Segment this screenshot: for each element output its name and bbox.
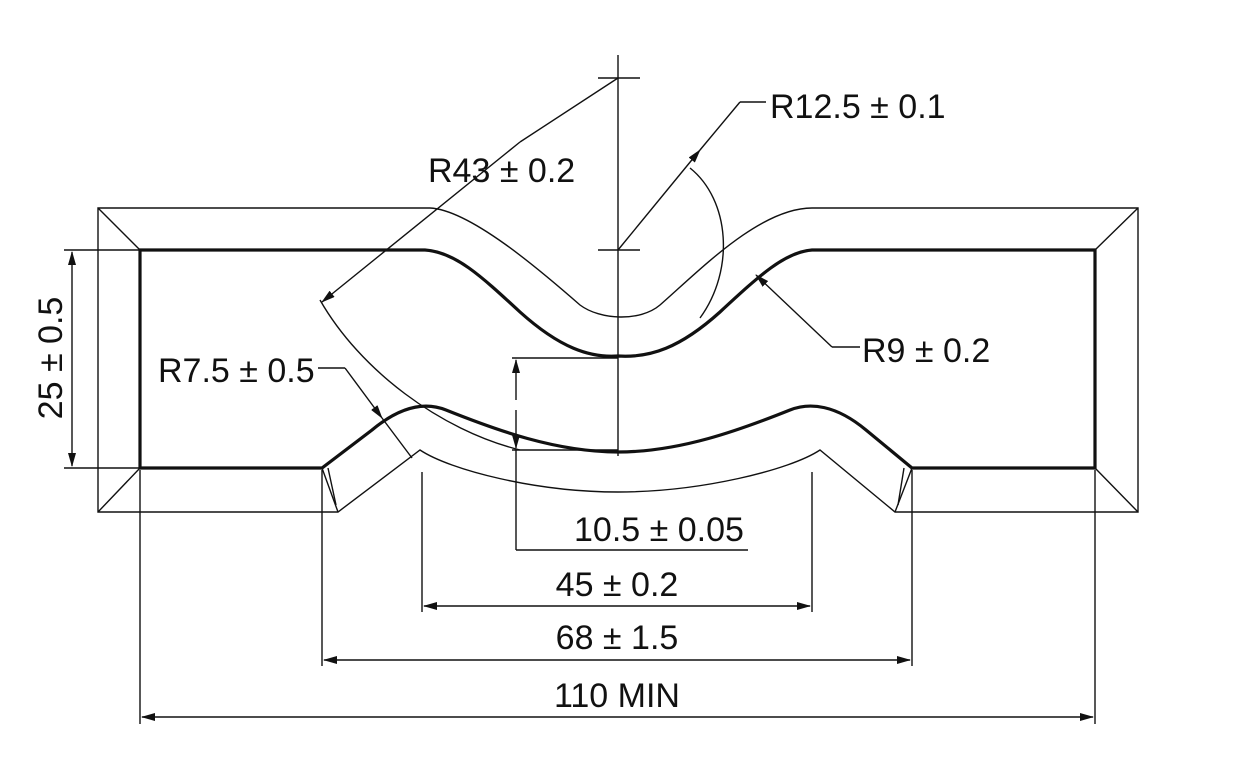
center-line bbox=[598, 55, 640, 456]
neck-width-label: 10.5 ± 0.05 bbox=[574, 511, 744, 549]
outer-outline bbox=[97, 207, 1139, 513]
r12-arc bbox=[617, 101, 766, 319]
extension-lines bbox=[139, 470, 1096, 724]
inner-span-label: 45 ± 0.2 bbox=[556, 566, 679, 604]
thickness-label: 25 ± 0.5 bbox=[32, 297, 70, 420]
r7-leader bbox=[318, 367, 413, 459]
radius-left-label: R7.5 ± 0.5 bbox=[158, 352, 315, 390]
chamfer-lines bbox=[97, 207, 1139, 513]
radius-top-large-label: R43 ± 0.2 bbox=[428, 152, 575, 190]
r43-arc bbox=[319, 77, 619, 451]
r9-leader bbox=[755, 274, 860, 348]
inner-outline bbox=[138, 248, 1097, 470]
middle-span-label: 68 ± 1.5 bbox=[556, 619, 679, 657]
thickness-dimension bbox=[64, 249, 140, 469]
overall-length-label: 110 MIN bbox=[554, 677, 680, 715]
neck-dimension bbox=[512, 357, 748, 551]
radius-right-label: R9 ± 0.2 bbox=[862, 332, 990, 370]
radius-top-small-label: R12.5 ± 0.1 bbox=[770, 88, 946, 126]
